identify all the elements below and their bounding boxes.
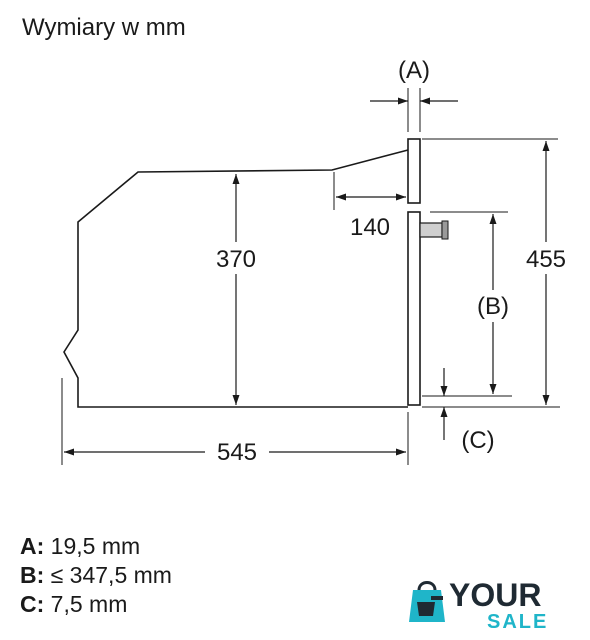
door-handle [419,222,443,238]
oven-body-outline [63,149,409,408]
label-545: 545 [217,439,257,466]
diagram-title: Wymiary w mm [22,14,186,41]
shopping-bag-icon [409,581,445,622]
label-c: (C) [461,427,494,454]
label-a: (A) [398,57,430,84]
legend: A: 19,5 mm B: ≤ 347,5 mm C: 7,5 mm [20,532,172,619]
yoursale-logo: YOUR SALE [409,577,548,633]
label-b: (B) [477,293,509,320]
legend-key-a: A: [20,533,45,559]
legend-row-c: C: 7,5 mm [20,590,172,619]
legend-row-a: A: 19,5 mm [20,532,172,561]
extension-lines [61,88,560,465]
legend-value-c: 7,5 mm [50,591,128,617]
legend-value-b: ≤ 347,5 mm [50,562,172,588]
front-panel-upper [407,138,421,204]
label-140: 140 [350,214,390,241]
legend-key-c: C: [20,591,45,617]
legend-row-b: B: ≤ 347,5 mm [20,561,172,590]
logo-text-sale: SALE [487,611,548,633]
legend-value-a: 19,5 mm [50,533,141,559]
logo-text-your: YOUR [449,577,541,613]
label-370: 370 [216,246,256,273]
door-handle-cap [441,220,449,240]
legend-key-b: B: [20,562,45,588]
label-455: 455 [526,246,566,273]
front-panel-door [407,211,421,406]
